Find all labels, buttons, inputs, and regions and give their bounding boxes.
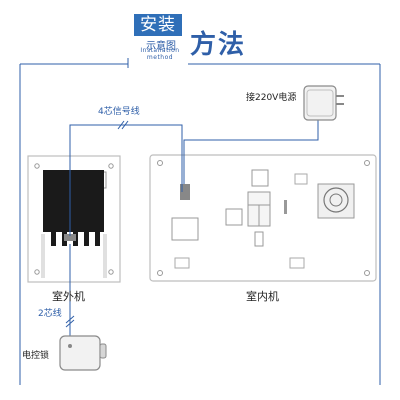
speaker-grille-inner [329, 193, 343, 207]
indoor-unit [149, 154, 377, 282]
outdoor-screw-hole [108, 163, 114, 169]
outdoor-screw-hole [108, 269, 114, 275]
speaker-grille [323, 187, 349, 213]
power-adapter-icon [303, 85, 344, 121]
indoor-panel [251, 169, 269, 187]
electric-lock-icon [59, 335, 107, 371]
indoor-slot [284, 200, 287, 214]
outdoor-rail [103, 234, 107, 278]
wire-break-mark [65, 315, 75, 328]
outdoor-terminal [64, 234, 76, 241]
indoor-screw-hole [157, 160, 163, 166]
indoor-vent [174, 257, 190, 269]
indoor-unit-label: 室内机 [246, 290, 279, 303]
wire-break-mark [117, 120, 129, 130]
four-core-wire-label: 4芯信号线 [98, 107, 140, 117]
four-core-wire [69, 124, 183, 236]
indoor-clip [254, 231, 264, 247]
indoor-speaker-box [317, 183, 355, 219]
power-wire [183, 118, 319, 184]
wiring-frame [19, 58, 381, 385]
power-label: 接220V电源 [246, 93, 297, 103]
indoor-panel [171, 217, 199, 241]
outdoor-screw-hole [34, 269, 40, 275]
indoor-panel [225, 208, 243, 226]
outdoor-unit [27, 155, 121, 283]
outdoor-unit-label: 室外机 [52, 290, 85, 303]
outdoor-rail [41, 234, 45, 278]
indoor-screw-hole [364, 270, 370, 276]
outdoor-screw-hole [34, 163, 40, 169]
indoor-screw-hole [157, 270, 163, 276]
title-main-big: 方法 [190, 30, 247, 60]
outdoor-unit-module [43, 170, 104, 246]
indoor-vent [289, 257, 305, 269]
title-main-boxed: 安装 [134, 14, 182, 36]
indoor-vent [294, 173, 308, 185]
title-sub: 示意图 [146, 41, 176, 52]
indoor-screw-hole [364, 160, 370, 166]
title-english: Installation method [140, 47, 180, 61]
two-core-wire-label: 2芯线 [38, 309, 62, 319]
indoor-terminal [180, 184, 190, 200]
electric-lock-label: 电控锁 [22, 351, 50, 361]
